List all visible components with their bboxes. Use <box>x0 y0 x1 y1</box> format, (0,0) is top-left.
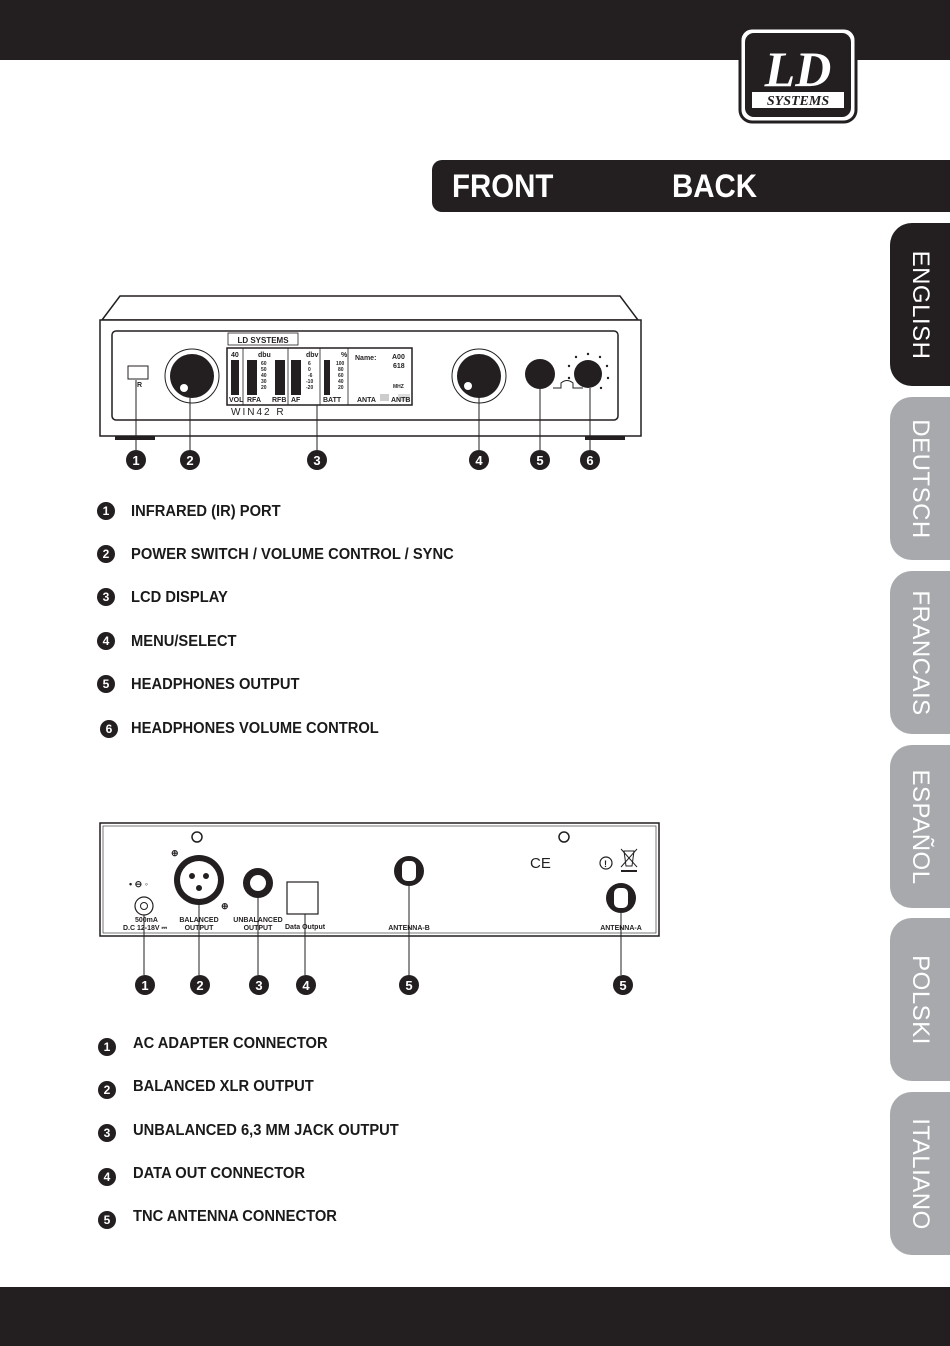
ce-mark: CE <box>530 855 551 872</box>
back-legend-num-3: 3 <box>98 1124 116 1142</box>
svg-text:60: 60 <box>338 373 344 379</box>
svg-text:30: 30 <box>261 379 267 385</box>
svg-text:20: 20 <box>338 385 344 391</box>
front-callout-4: 4 <box>469 450 489 470</box>
back-callout-4: 4 <box>296 975 316 995</box>
tab-label: POLSKI <box>907 954 934 1045</box>
front-legend-num-1: 1 <box>97 502 115 520</box>
back-panel-diagram: • ⊖ ◦ 500mA D.C 12-18V ⎓ ⊕ ⊕ BALANCED OU… <box>99 822 660 975</box>
tab-espanol[interactable]: ESPAÑOL <box>890 745 950 908</box>
back-callout-2: 2 <box>190 975 210 995</box>
lcd-freq: 618 <box>393 363 405 370</box>
front-legend-num-6: 6 <box>100 720 118 738</box>
front-legend-label-6: HEADPHONES VOLUME CONTROL <box>131 720 379 737</box>
front-panel-diagram: LD SYSTEMS WIN42 R IR 40 VOL dbu 60 50 4… <box>99 295 642 450</box>
svg-text:-6: -6 <box>308 373 313 379</box>
lcd-name: Name: <box>355 355 376 362</box>
svg-text:80: 80 <box>338 367 344 373</box>
svg-text:60: 60 <box>261 361 267 367</box>
lcd-anta: ANTA <box>357 397 376 404</box>
front-callout-6: 6 <box>580 450 600 470</box>
front-brand-label: LD SYSTEMS <box>237 336 289 345</box>
banner-back: BACK <box>672 168 758 204</box>
tab-label: ENGLISH <box>907 250 934 359</box>
back-legend-label-4: DATA OUT CONNECTOR <box>133 1165 305 1182</box>
tab-label: ESPAÑOL <box>907 768 934 885</box>
svg-text:!: ! <box>604 859 607 869</box>
front-callout-5: 5 <box>530 450 550 470</box>
svg-text:100: 100 <box>336 361 345 367</box>
svg-text:6: 6 <box>308 361 311 367</box>
back-legend-num-5: 5 <box>98 1211 116 1229</box>
front-callout-1: 1 <box>126 450 146 470</box>
svg-text:40: 40 <box>261 373 267 379</box>
svg-text:0: 0 <box>308 367 311 373</box>
lcd-vol: VOL <box>229 397 244 404</box>
svg-text:40: 40 <box>338 379 344 385</box>
front-legend-num-5: 5 <box>97 675 115 693</box>
svg-text:20: 20 <box>261 385 267 391</box>
tab-label: ITALIANO <box>907 1117 934 1230</box>
logo-sub-text: SYSTEMS <box>767 94 829 109</box>
front-legend-num-4: 4 <box>97 632 115 650</box>
back-callout-3: 3 <box>249 975 269 995</box>
front-legend-num-3: 3 <box>97 588 115 606</box>
tab-label: FRANCAIS <box>907 589 934 716</box>
front-legend-label-3: LCD DISPLAY <box>131 589 228 606</box>
front-back-banner: FRONT BACK <box>432 160 950 212</box>
lcd-dbu: dbu <box>258 352 271 359</box>
tab-italiano[interactable]: ITALIANO <box>890 1092 950 1255</box>
tab-label: DEUTSCH <box>907 418 934 539</box>
front-legend-num-2: 2 <box>97 545 115 563</box>
svg-text:⊕: ⊕ <box>171 848 179 858</box>
front-legend-label-1: INFRARED (IR) PORT <box>131 503 281 520</box>
lcd-dbv: dbv <box>306 352 319 359</box>
tab-polski[interactable]: POLSKI <box>890 918 950 1081</box>
back-legend-label-5: TNC ANTENNA CONNECTOR <box>133 1208 337 1225</box>
front-legend-label-4: MENU/SELECT <box>131 633 237 650</box>
tab-english[interactable]: ENGLISH <box>890 223 950 386</box>
back-callout-5b: 5 <box>613 975 633 995</box>
lcd-antb: ANTB <box>391 397 410 404</box>
bottom-footer-bar <box>0 1287 950 1346</box>
logo-main-text: LD <box>764 41 832 97</box>
front-legend-label-5: HEADPHONES OUTPUT <box>131 676 300 693</box>
svg-text:-20: -20 <box>306 385 313 391</box>
back-callout-5a: 5 <box>399 975 419 995</box>
back-legend-label-3: UNBALANCED 6,3 MM JACK OUTPUT <box>133 1122 399 1139</box>
back-legend-num-1: 1 <box>98 1038 116 1056</box>
svg-text:50: 50 <box>261 367 267 373</box>
lcd-batt: BATT <box>323 397 342 404</box>
ir-label: IR <box>135 382 142 389</box>
front-model-label: WIN42 R <box>231 407 286 418</box>
power-voltage: D.C 12-18V ⎓ <box>123 925 168 932</box>
svg-text:-10: -10 <box>306 379 313 385</box>
back-callout-1: 1 <box>135 975 155 995</box>
lcd-vol-top: 40 <box>231 352 239 359</box>
back-legend-num-4: 4 <box>98 1168 116 1186</box>
lcd-af: AF <box>291 397 301 404</box>
front-callout-2: 2 <box>180 450 200 470</box>
back-legend-num-2: 2 <box>98 1081 116 1099</box>
lcd-preset: A00 <box>392 354 405 361</box>
power-rating: 500mA <box>135 917 158 924</box>
tab-deutsch[interactable]: DEUTSCH <box>890 397 950 560</box>
front-callout-3: 3 <box>307 450 327 470</box>
svg-text:• ⊖ ◦: • ⊖ ◦ <box>129 879 148 889</box>
back-legend-label-2: BALANCED XLR OUTPUT <box>133 1078 314 1095</box>
banner-front: FRONT <box>452 168 554 204</box>
ld-systems-logo: LD SYSTEMS <box>738 26 858 124</box>
lcd-rfb: RFB <box>272 397 286 404</box>
svg-text:⊕: ⊕ <box>221 901 229 911</box>
front-legend-label-2: POWER SWITCH / VOLUME CONTROL / SYNC <box>131 546 454 563</box>
lcd-rfa: RFA <box>247 397 261 404</box>
tab-francais[interactable]: FRANCAIS <box>890 571 950 734</box>
lcd-mhz: MHZ <box>393 384 404 390</box>
back-legend-label-1: AC ADAPTER CONNECTOR <box>133 1035 328 1052</box>
lcd-pct: % <box>341 352 348 359</box>
